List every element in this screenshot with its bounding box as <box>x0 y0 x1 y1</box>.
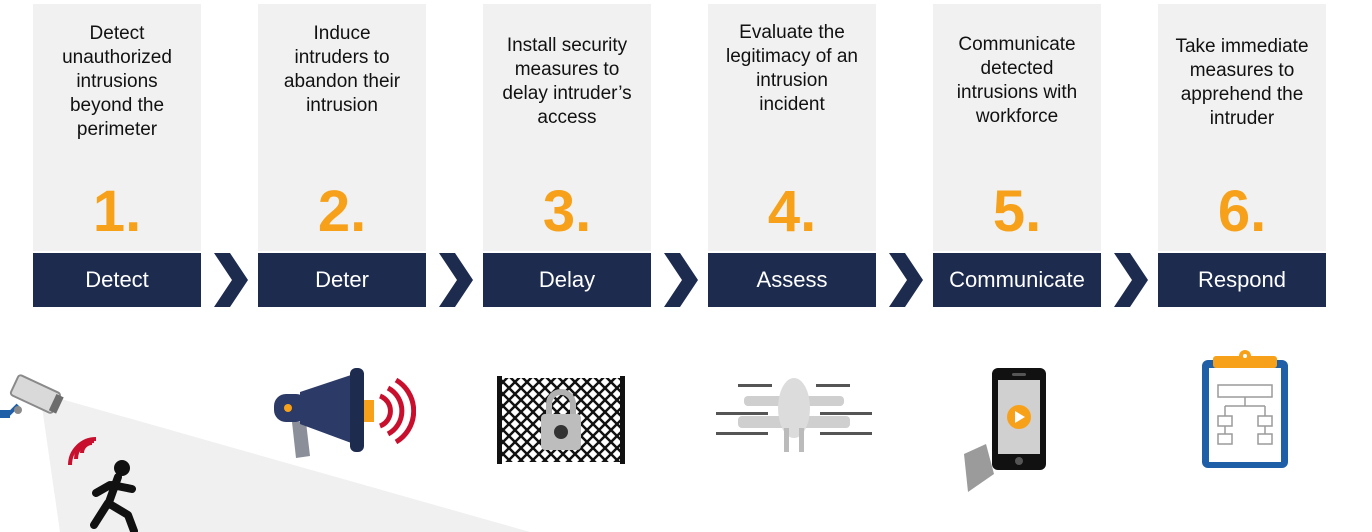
security-camera-icon <box>0 374 530 532</box>
drone-icon <box>716 378 872 452</box>
step-number: 5. <box>992 179 1042 244</box>
step-number: 4. <box>767 179 817 244</box>
smartphone-icon <box>964 368 1046 492</box>
step-number: 1. <box>92 179 142 244</box>
step-card-deter: Induce intruders to abandon their intrus… <box>258 4 426 251</box>
step-label-respond: Respond <box>1158 253 1326 307</box>
step-description: Detect unauthorized intrusions beyond th… <box>62 23 172 140</box>
step-label-assess: Assess <box>708 253 876 307</box>
step-description: Induce intruders to abandon their intrus… <box>283 23 401 116</box>
step-card-assess: Evaluate the legitimacy of an intrusion … <box>708 4 876 251</box>
step-label-deter: Deter <box>258 253 426 307</box>
step-number: 6. <box>1217 179 1267 244</box>
chevron-right-icon <box>214 253 248 307</box>
megaphone-icon <box>274 368 416 458</box>
chevron-right-icon <box>664 253 698 307</box>
step-number: 2. <box>317 179 367 244</box>
chevron-right-icon <box>889 253 923 307</box>
clipboard-icon <box>1202 350 1288 468</box>
fence-padlock-icon <box>497 376 625 464</box>
step-card-communicate: Communicate detected intrusions with wor… <box>933 4 1101 251</box>
step-description: Evaluate the legitimacy of an intrusion … <box>725 22 858 115</box>
step-description: Communicate detected intrusions with wor… <box>956 34 1078 127</box>
step-label-communicate: Communicate <box>933 253 1101 307</box>
step-number: 3. <box>542 179 592 244</box>
chevron-right-icon <box>1114 253 1148 307</box>
step-card-delay: Install security measures to delay intru… <box>483 4 651 251</box>
step-label-detect: Detect <box>33 253 201 307</box>
step-card-detect: Detect unauthorized intrusions beyond th… <box>33 4 201 251</box>
step-card-respond: Take immediate measures to apprehend the… <box>1158 4 1326 251</box>
step-description: Install security measures to delay intru… <box>502 35 632 128</box>
step-description: Take immediate measures to apprehend the… <box>1175 36 1309 129</box>
chevron-right-icon <box>439 253 473 307</box>
step-label-delay: Delay <box>483 253 651 307</box>
